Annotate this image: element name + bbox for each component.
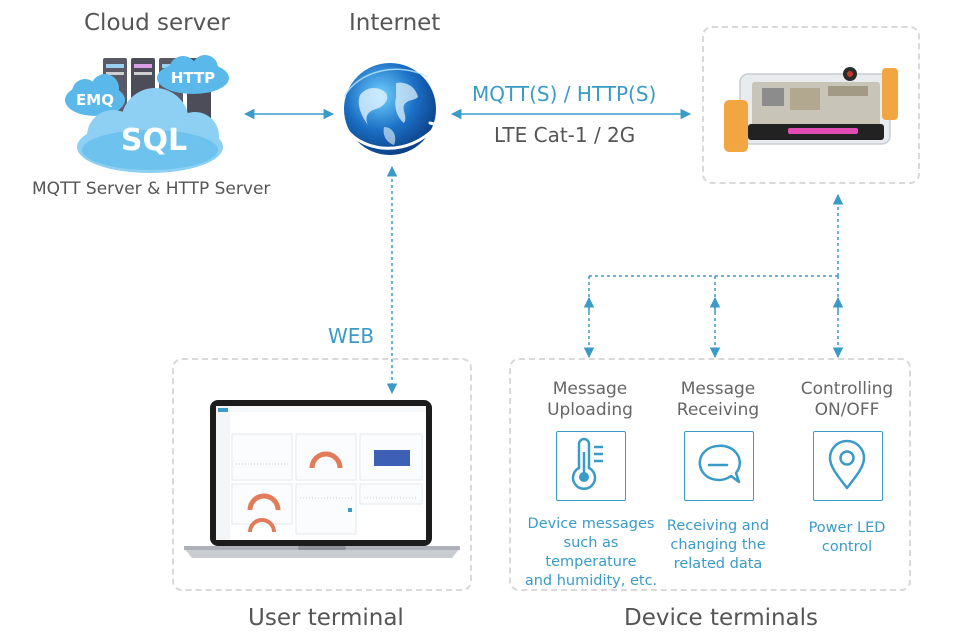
cloud-server-caption: MQTT Server & HTTP Server	[32, 179, 271, 199]
feature-uploading-icon-box	[556, 431, 626, 501]
feature-receiving-desc: Receiving and changing the related data	[666, 518, 770, 572]
feature-controlling-icon-box	[813, 431, 883, 501]
emq-badge: EMQ	[76, 91, 114, 109]
cloud-server-title: Cloud server	[84, 10, 230, 36]
feature-controlling-desc: Power LED control	[808, 520, 886, 555]
user-terminal-box	[172, 358, 472, 591]
location-pin-icon	[828, 439, 866, 490]
http-badge: HTTP	[171, 69, 215, 87]
sql-cloud-icon	[77, 88, 223, 173]
http-cloud-icon	[157, 55, 229, 94]
feature-controlling-title: Controlling ON/OFF	[800, 379, 894, 420]
thermometer-icon	[571, 437, 603, 491]
protocol-label: MQTT(S) / HTTP(S)	[472, 82, 657, 106]
feature-receiving-icon-box	[684, 431, 754, 501]
network-label: LTE Cat-1 / 2G	[494, 123, 636, 147]
laptop-dashboard-illustration	[184, 400, 460, 558]
message-bubble-icon	[698, 444, 741, 484]
internet-title: Internet	[349, 10, 441, 36]
device-terminals-box	[509, 358, 911, 591]
sql-badge: SQL	[121, 123, 187, 158]
cloud-server-illustration: EMQ HTTP SQL	[65, 55, 229, 173]
device-board-box	[702, 26, 920, 184]
device-board-illustration	[724, 67, 898, 152]
emq-cloud-icon	[65, 74, 125, 116]
device-terminals-title: Device terminals	[624, 605, 819, 631]
feature-uploading-title: Message Uploading	[547, 379, 633, 420]
feature-uploading-desc: Device messages such as temperature and …	[524, 516, 658, 589]
feature-receiving-title: Message Receiving	[676, 379, 760, 420]
user-terminal-title: User terminal	[248, 605, 404, 631]
web-label: WEB	[328, 324, 375, 348]
globe-icon	[343, 63, 441, 155]
